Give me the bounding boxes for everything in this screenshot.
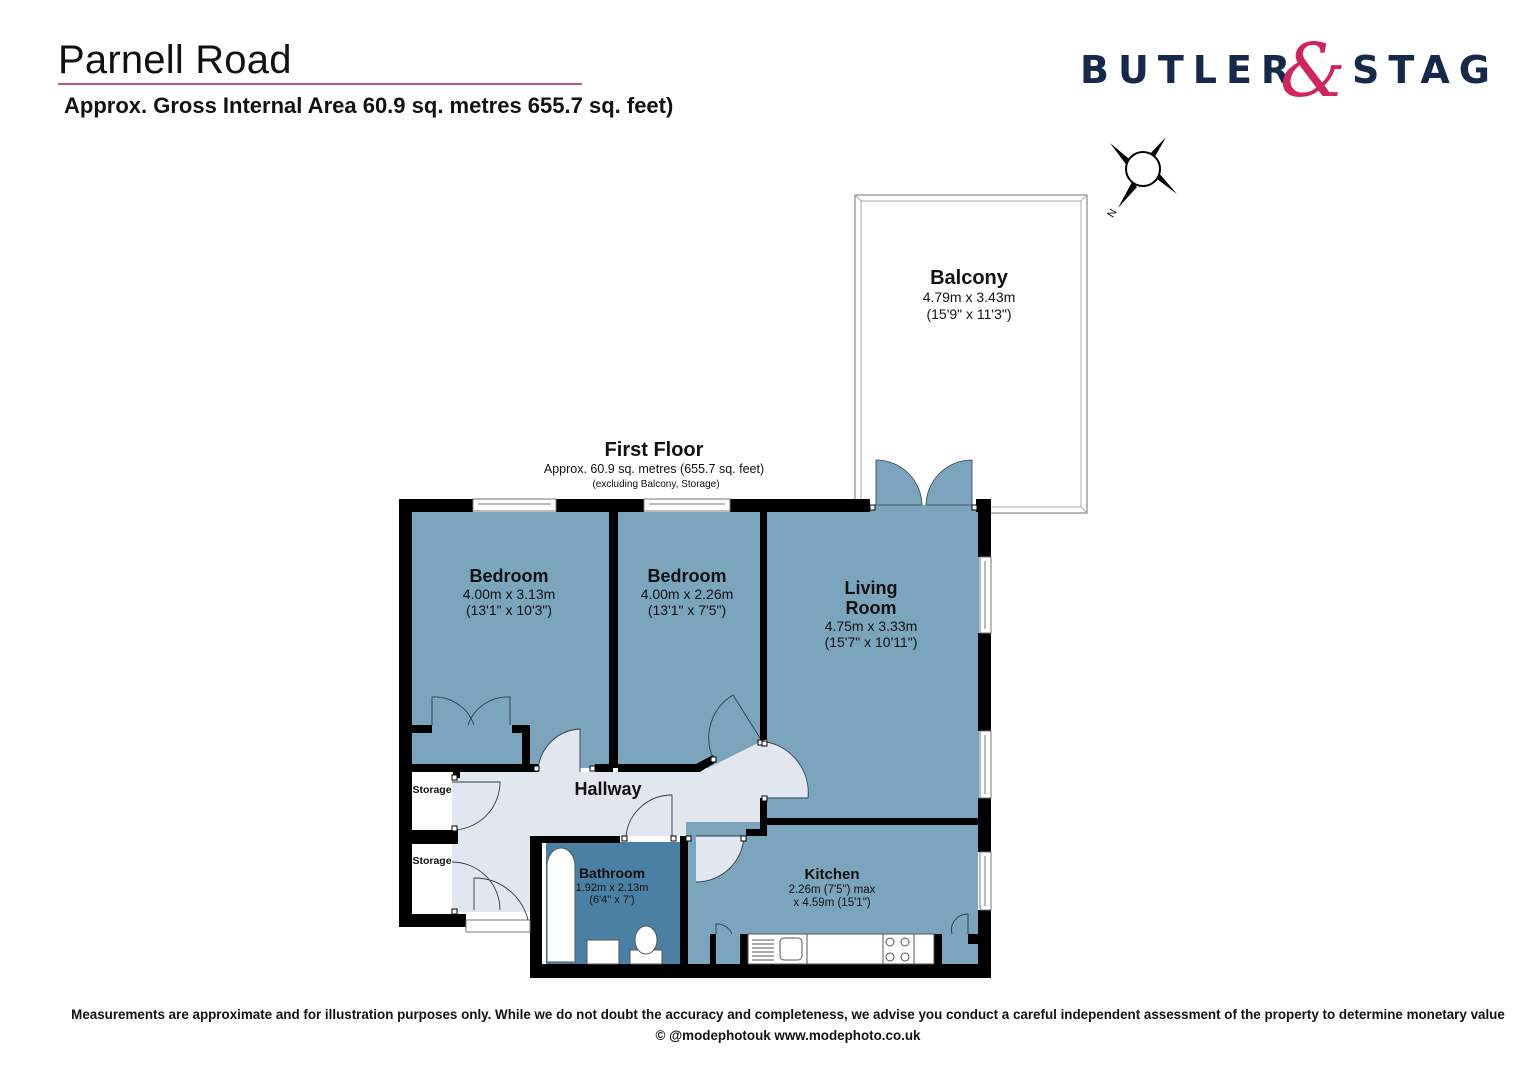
bedroom-2-label: Bedroom 4.00m x 2.26m (13'1" x 7'5")	[641, 566, 734, 618]
floor-name: First Floor	[605, 439, 704, 461]
property-title: Parnell Road	[58, 38, 292, 82]
logo-word-butler: BUTLER	[1080, 48, 1300, 92]
bedroom-1-floor	[410, 512, 613, 768]
gross-area-subtitle: Approx. Gross Internal Area 60.9 sq. met…	[64, 93, 674, 118]
svg-text:(15'7" x 10'11"): (15'7" x 10'11")	[825, 634, 918, 650]
floor-heading: First Floor Approx. 60.9 sq. metres (655…	[544, 439, 764, 490]
svg-text:4.00m x 3.13m: 4.00m x 3.13m	[463, 586, 556, 602]
svg-text:2.26m (7'5") max: 2.26m (7'5") max	[789, 884, 876, 896]
svg-text:x 4.59m (15'1"): x 4.59m (15'1")	[793, 897, 870, 909]
svg-text:Bathroom: Bathroom	[579, 865, 645, 881]
bedroom-1-label: Bedroom 4.00m x 3.13m (13'1" x 10'3")	[463, 566, 556, 618]
svg-text:Bedroom: Bedroom	[469, 566, 548, 586]
logo-ampersand: &	[1280, 28, 1346, 114]
storage-2-floor	[412, 844, 452, 912]
svg-text:Balcony: Balcony	[930, 267, 1009, 289]
bathroom-fixtures	[546, 847, 663, 965]
svg-text:Bedroom: Bedroom	[647, 566, 726, 586]
balcony-label: Balcony 4.79m x 3.43m (15'9" x 11'3")	[923, 267, 1016, 322]
door-jambs	[451, 504, 978, 915]
floor-plan: N	[399, 137, 1177, 978]
kitchen-units	[747, 933, 935, 965]
drainer-icon	[752, 939, 774, 961]
hallway-label: Hallway	[574, 779, 641, 799]
toilet-bowl-icon	[634, 925, 658, 955]
door-swings	[431, 694, 969, 935]
svg-text:(13'1" x 10'3"): (13'1" x 10'3")	[466, 602, 552, 618]
bathtub-icon	[546, 847, 576, 963]
svg-text:4.79m x 3.43m: 4.79m x 3.43m	[923, 289, 1016, 305]
disclaimer: Measurements are approximate and for ill…	[71, 1007, 1505, 1022]
bedroom-2-floor	[618, 512, 763, 768]
bathroom-label: Bathroom 1.92m x 2.13m (6'4" x 7')	[576, 865, 649, 906]
compass-north-label: N	[1105, 207, 1119, 220]
svg-text:Kitchen: Kitchen	[804, 866, 859, 883]
windows	[465, 498, 992, 933]
logo-word-stag: STAG	[1352, 48, 1499, 92]
hob-icon	[885, 937, 910, 962]
storage-1-floor	[412, 772, 452, 830]
storage-1-label: Storage	[412, 784, 451, 796]
svg-text:4.75m x 3.33m: 4.75m x 3.33m	[825, 618, 918, 634]
sink-icon	[586, 939, 620, 965]
floor-note: (excluding Balcony, Storage)	[592, 479, 719, 490]
title-underline	[58, 83, 582, 85]
balcony-door-right	[925, 459, 973, 506]
agency-logo: BUTLER & STAG	[1080, 28, 1490, 114]
svg-text:1.92m x 2.13m: 1.92m x 2.13m	[576, 882, 649, 894]
svg-text:4.00m x 2.26m: 4.00m x 2.26m	[641, 586, 734, 602]
photo-credit: © @modephotouk www.modephoto.co.uk	[655, 1028, 921, 1043]
kitchen-label: Kitchen 2.26m (7'5") max x 4.59m (15'1")	[789, 866, 876, 909]
storage-2-label: Storage	[412, 855, 451, 867]
balcony-door-left	[875, 459, 923, 506]
kitchen-sink-icon	[779, 937, 803, 961]
svg-text:(13'1" x 7'5"): (13'1" x 7'5")	[648, 602, 726, 618]
compass-icon: N	[1105, 137, 1177, 220]
living-room-label: Living Room 4.75m x 3.33m (15'7" x 10'11…	[825, 578, 918, 650]
floor-area: Approx. 60.9 sq. metres (655.7 sq. feet)	[544, 462, 764, 476]
svg-text:(15'9" x 11'3"): (15'9" x 11'3")	[926, 306, 1011, 322]
walls	[399, 499, 991, 978]
svg-text:Room: Room	[846, 598, 897, 618]
svg-text:Living: Living	[845, 578, 898, 598]
living-room-floor	[767, 505, 979, 818]
svg-text:(6'4" x 7'): (6'4" x 7')	[589, 894, 634, 906]
